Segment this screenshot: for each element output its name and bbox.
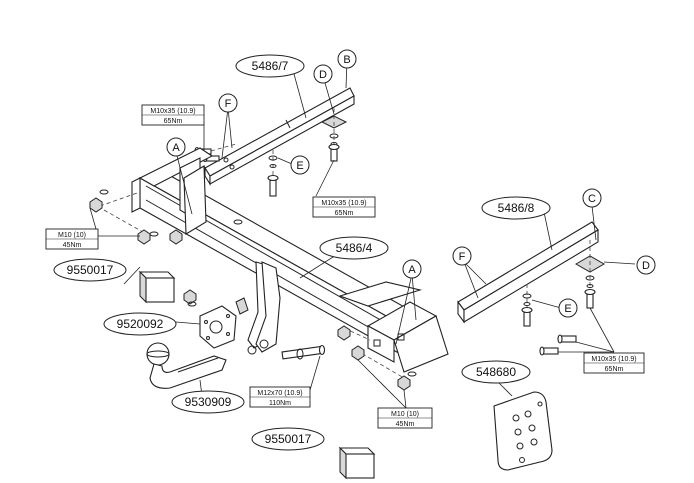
svg-text:A: A (408, 264, 416, 276)
letter-callout-f-left: F (218, 93, 238, 113)
bolt-spec-right: M10x35 (10.9) 65Nm (583, 352, 645, 374)
wiring-kit (493, 391, 553, 471)
letter-callout-d-right: D (636, 255, 656, 275)
svg-text:M10 (10): M10 (10) (58, 232, 86, 239)
svg-text:F: F (459, 251, 466, 263)
svg-text:A: A (172, 142, 180, 154)
svg-text:M12x70 (10.9): M12x70 (10.9) (257, 390, 302, 397)
svg-text:9550017: 9550017 (265, 432, 312, 446)
tow-ball (146, 342, 227, 389)
part-label-bracket-right: 5486/8 (481, 196, 551, 220)
svg-text:C: C (588, 193, 596, 205)
part-label-tow-ball: 9530909 (171, 390, 245, 414)
leader-lines (89, 59, 636, 409)
bracket-right (457, 221, 606, 356)
bolt-stack-left (194, 108, 348, 197)
bracket-left (204, 87, 355, 186)
svg-text:65Nm: 65Nm (335, 210, 354, 217)
part-label-wiring-kit: 548680 (461, 360, 531, 384)
svg-text:E: E (296, 160, 303, 172)
svg-text:9530909: 9530909 (185, 395, 232, 409)
svg-text:F: F (225, 98, 232, 110)
letter-callout-b: B (337, 49, 357, 69)
svg-text:5486/8: 5486/8 (498, 201, 535, 215)
letter-callout-e-left: E (290, 155, 310, 175)
svg-text:D: D (642, 260, 650, 272)
svg-text:B: B (343, 54, 350, 66)
svg-text:9520092: 9520092 (117, 317, 164, 331)
letter-callout-f-right: F (452, 246, 472, 266)
letter-callout-c: C (582, 188, 602, 208)
svg-text:E: E (564, 303, 571, 315)
svg-text:45Nm: 45Nm (63, 242, 82, 249)
drop-plates (235, 261, 326, 360)
bolt-spec-m10-left: M10 (10) 45Nm (45, 228, 99, 250)
letter-callout-a-right: A (402, 259, 422, 279)
svg-text:M10x35 (10.9): M10x35 (10.9) (591, 356, 636, 363)
letter-callout-e-right: E (558, 298, 578, 318)
bolt-spec-mid-left: M10x35 (10.9) 65Nm (312, 196, 376, 218)
svg-text:5486/4: 5486/4 (336, 241, 373, 255)
bolt-spec-m12: M12x70 (10.9) 110Nm (249, 386, 311, 408)
svg-text:9550017: 9550017 (67, 263, 114, 277)
bolt-spec-m10-bottom: M10 (10) 45Nm (377, 407, 433, 429)
nuts-washers (89, 189, 417, 391)
socket-plate (199, 305, 237, 349)
svg-text:548680: 548680 (476, 365, 516, 379)
svg-text:M10x35 (10.9): M10x35 (10.9) (150, 108, 195, 115)
svg-text:65Nm: 65Nm (605, 366, 624, 373)
part-label-socket-plate: 9520092 (103, 312, 177, 336)
part-label-electrical-kit: 9550017 (53, 258, 127, 282)
part-label-crossbar: 5486/4 (319, 236, 389, 260)
svg-text:45Nm: 45Nm (396, 421, 415, 428)
svg-text:65Nm: 65Nm (164, 118, 183, 125)
svg-text:110Nm: 110Nm (269, 400, 291, 407)
svg-text:M10 (10): M10 (10) (391, 411, 419, 418)
svg-text:5486/7: 5486/7 (252, 59, 289, 73)
part-label-bracket-left: 5486/7 (235, 54, 305, 78)
part-label-electrical-kit-2: 9550017 (251, 427, 325, 451)
svg-text:D: D (319, 69, 327, 81)
letter-callout-a-left: A (166, 137, 186, 157)
letter-callout-d-left: D (313, 64, 333, 84)
electrical-kit-blocks (138, 270, 376, 480)
svg-text:M10x35 (10.9): M10x35 (10.9) (321, 200, 366, 207)
bolt-spec-top-left: M10x35 (10.9) 65Nm (141, 104, 205, 126)
